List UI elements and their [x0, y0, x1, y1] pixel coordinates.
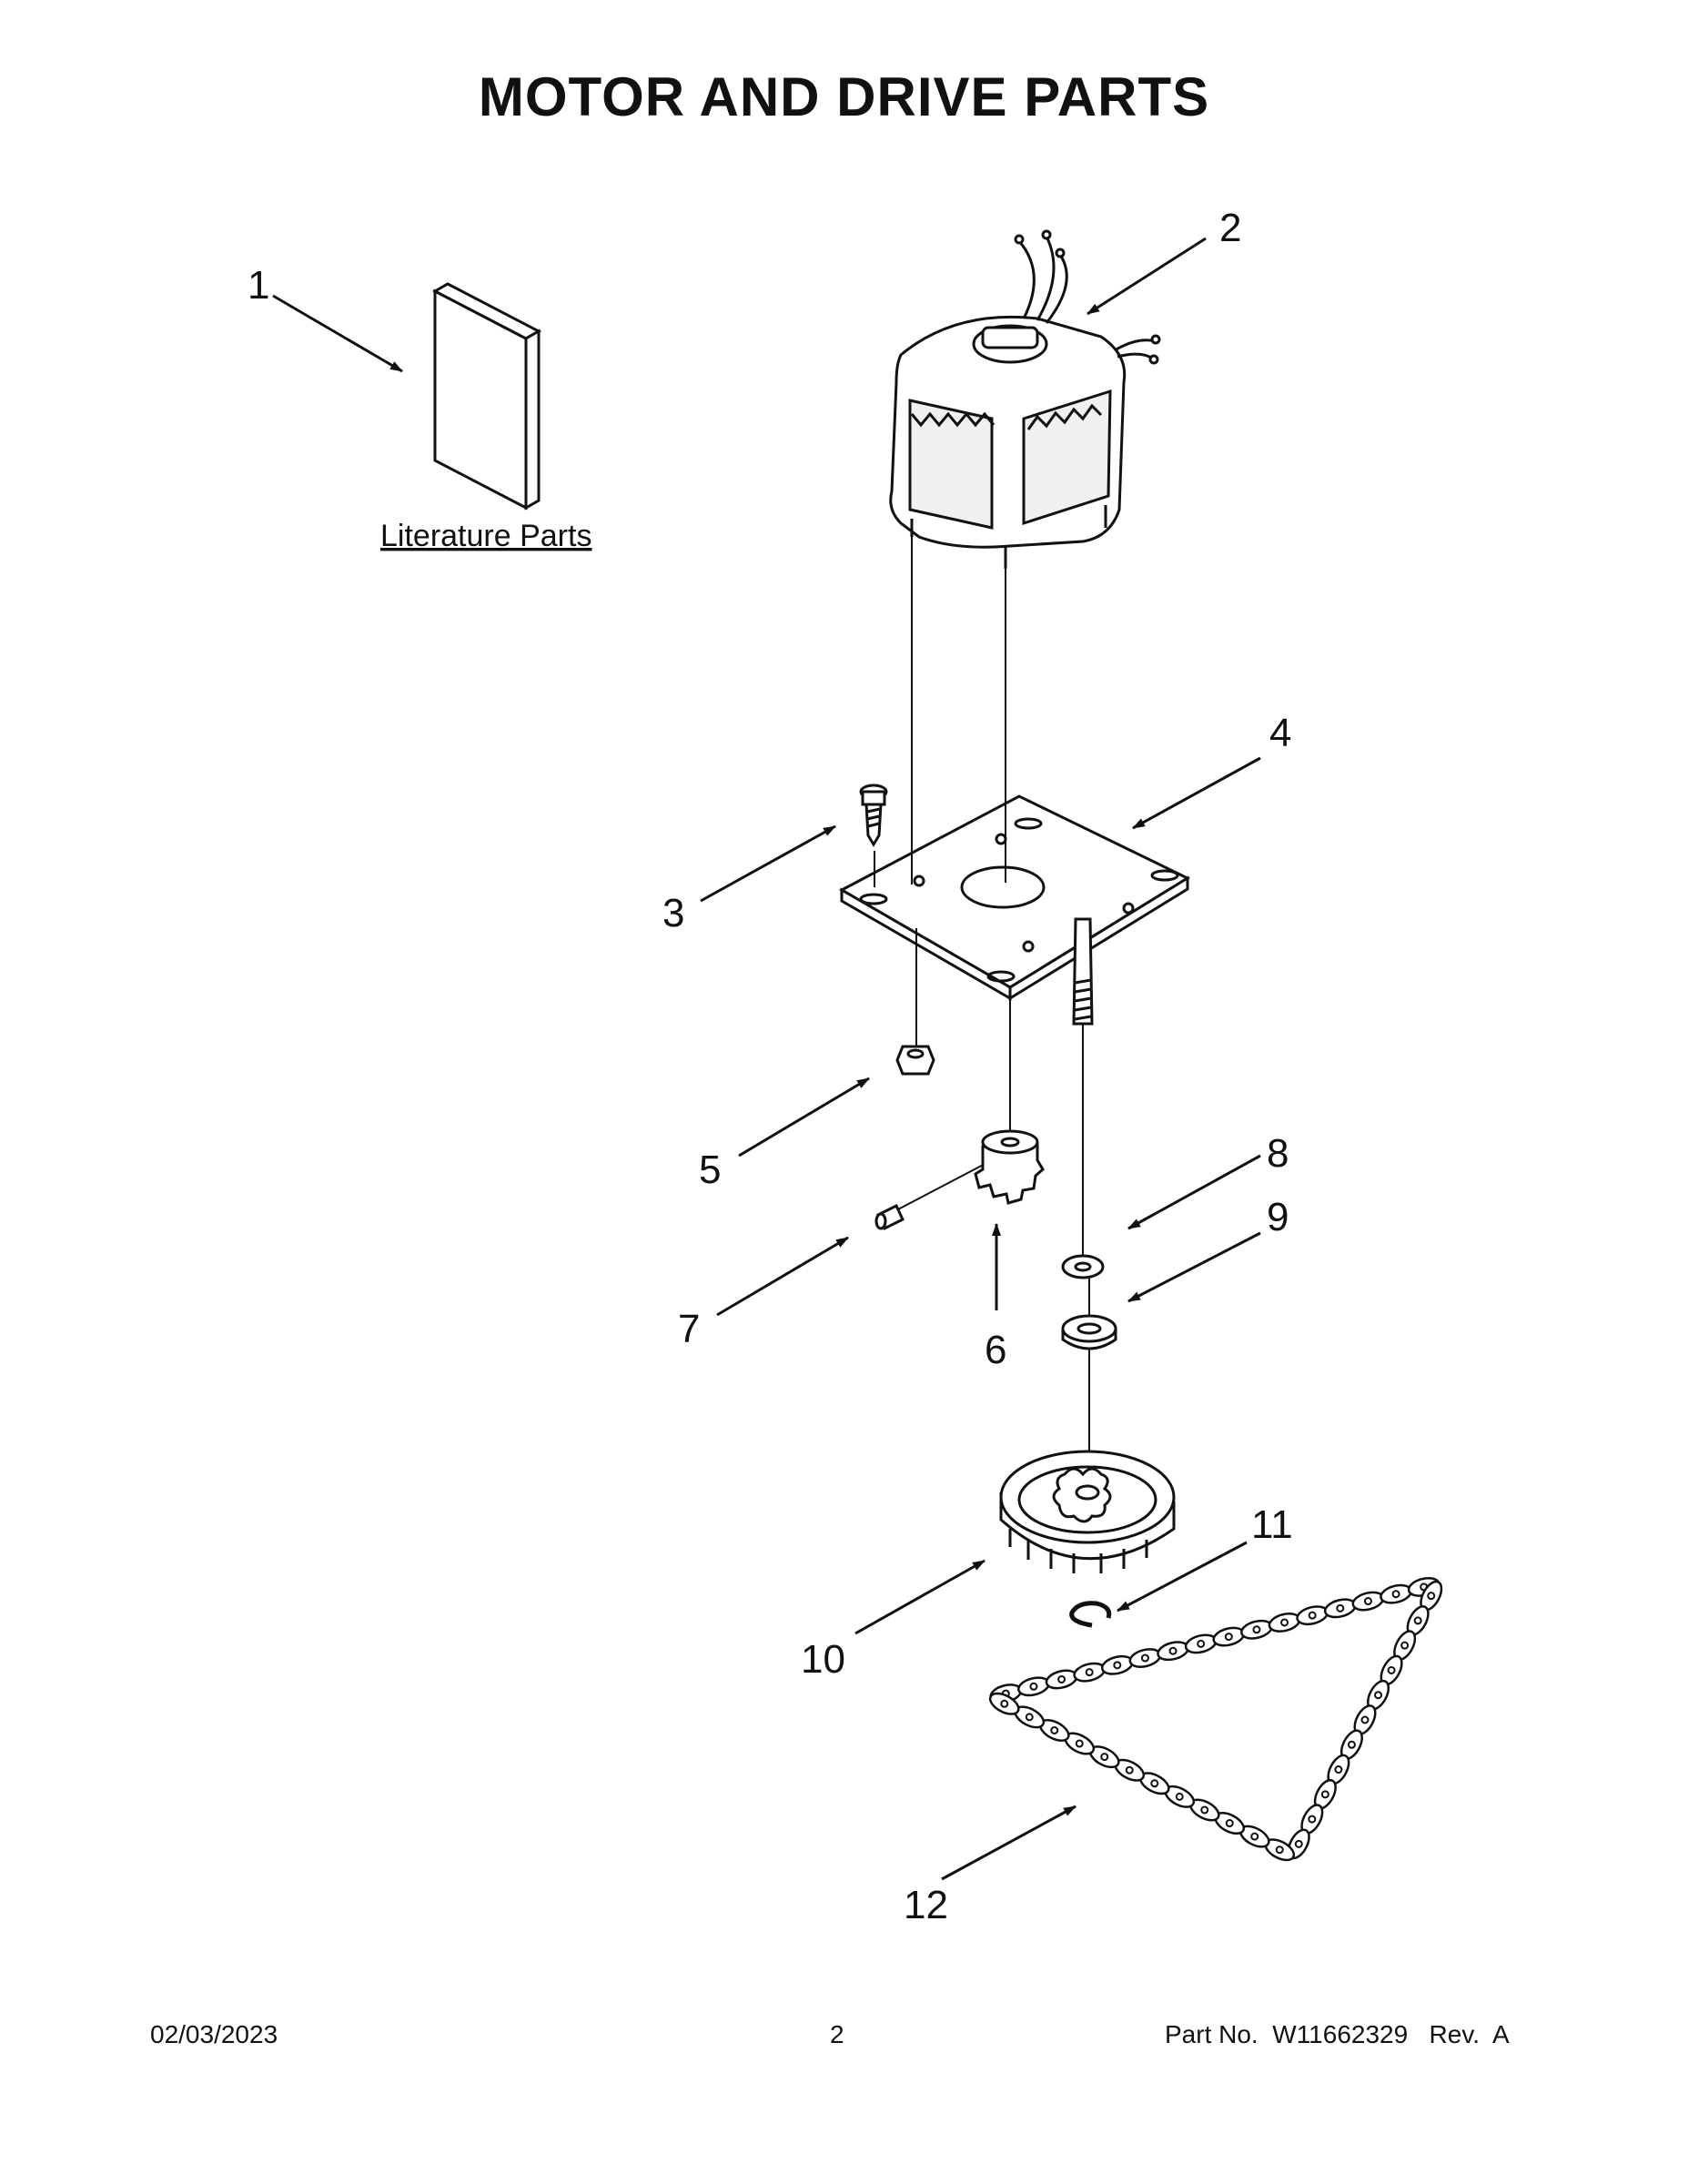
callout-9: 9	[1267, 1195, 1289, 1239]
chain-pin	[1150, 1779, 1159, 1788]
callout-3: 3	[662, 891, 684, 935]
chain-pin	[1387, 1665, 1396, 1674]
callout-8: 8	[1267, 1131, 1289, 1176]
chain-pin	[1280, 1618, 1289, 1627]
sprocket	[999, 1450, 1176, 1573]
literature-parts-label: Literature Parts	[380, 519, 591, 553]
mounting-plate	[838, 794, 1191, 1001]
retaining-clip	[1069, 1601, 1112, 1628]
chain-pin	[1100, 1753, 1109, 1762]
callout-1: 1	[248, 263, 269, 308]
chain-pin	[1308, 1611, 1317, 1620]
nut	[895, 1045, 935, 1076]
chain-pin	[1029, 1682, 1038, 1691]
chain-pin	[1363, 1597, 1372, 1606]
callout-2: 2	[1219, 206, 1241, 250]
chain-pin	[1275, 1845, 1284, 1855]
chain-pin	[1000, 1699, 1009, 1708]
callout-12: 12	[904, 1883, 948, 1927]
chain-pin	[1347, 1740, 1356, 1749]
callout-5: 5	[699, 1148, 721, 1192]
chain-pin	[1075, 1739, 1084, 1748]
chain-pin	[1400, 1641, 1410, 1650]
chain-pin	[1374, 1691, 1383, 1700]
chain-pin	[1224, 1633, 1233, 1642]
chain-pin	[1057, 1674, 1066, 1684]
pinion-gear	[974, 1129, 1045, 1205]
chain-pin	[1294, 1839, 1303, 1848]
footer-page-number: 2	[830, 2020, 844, 2048]
chain-pin	[1125, 1765, 1134, 1774]
chain-pin	[1308, 1815, 1317, 1824]
footer-part-number: Part No. W11662329 Rev. A	[1165, 2020, 1510, 2048]
callout-4: 4	[1269, 711, 1291, 755]
callout-6: 6	[985, 1328, 1006, 1372]
chain-pin	[1197, 1639, 1206, 1648]
chain-pin	[1025, 1713, 1034, 1722]
chain-pin	[1391, 1590, 1400, 1599]
callout-10: 10	[801, 1637, 845, 1682]
chain-pin	[1168, 1646, 1178, 1655]
chain-pin	[1334, 1765, 1343, 1774]
chain-pin	[1320, 1790, 1329, 1799]
stud	[1072, 917, 1094, 1026]
literature-booklet	[431, 282, 542, 511]
chain-pin	[1175, 1792, 1184, 1801]
washer-small	[1061, 1254, 1105, 1279]
callout-arrows	[272, 237, 1261, 1881]
screw	[859, 784, 888, 847]
chain-links	[988, 1576, 1443, 1862]
callout-7: 7	[678, 1307, 700, 1351]
spacer	[1061, 1314, 1117, 1350]
chain-pin	[1360, 1715, 1370, 1724]
chain-pin	[1113, 1661, 1122, 1670]
set-screw	[874, 1203, 905, 1231]
chain-pin	[1050, 1725, 1059, 1734]
footer-date: 02/03/2023	[150, 2020, 278, 2048]
chain-pin	[1250, 1832, 1259, 1841]
chain-pin	[1140, 1653, 1149, 1663]
chain-pin	[1085, 1668, 1094, 1677]
callout-11: 11	[1251, 1502, 1293, 1547]
page-title: MOTOR AND DRIVE PARTS	[478, 66, 1210, 127]
chain-pin	[1200, 1805, 1209, 1815]
chain-pin	[1336, 1603, 1345, 1613]
chain-pin	[1413, 1616, 1422, 1625]
chain-pin	[1225, 1819, 1234, 1828]
chain-pin	[1427, 1592, 1436, 1601]
chain-pin	[1252, 1625, 1261, 1634]
motor	[889, 229, 1161, 569]
